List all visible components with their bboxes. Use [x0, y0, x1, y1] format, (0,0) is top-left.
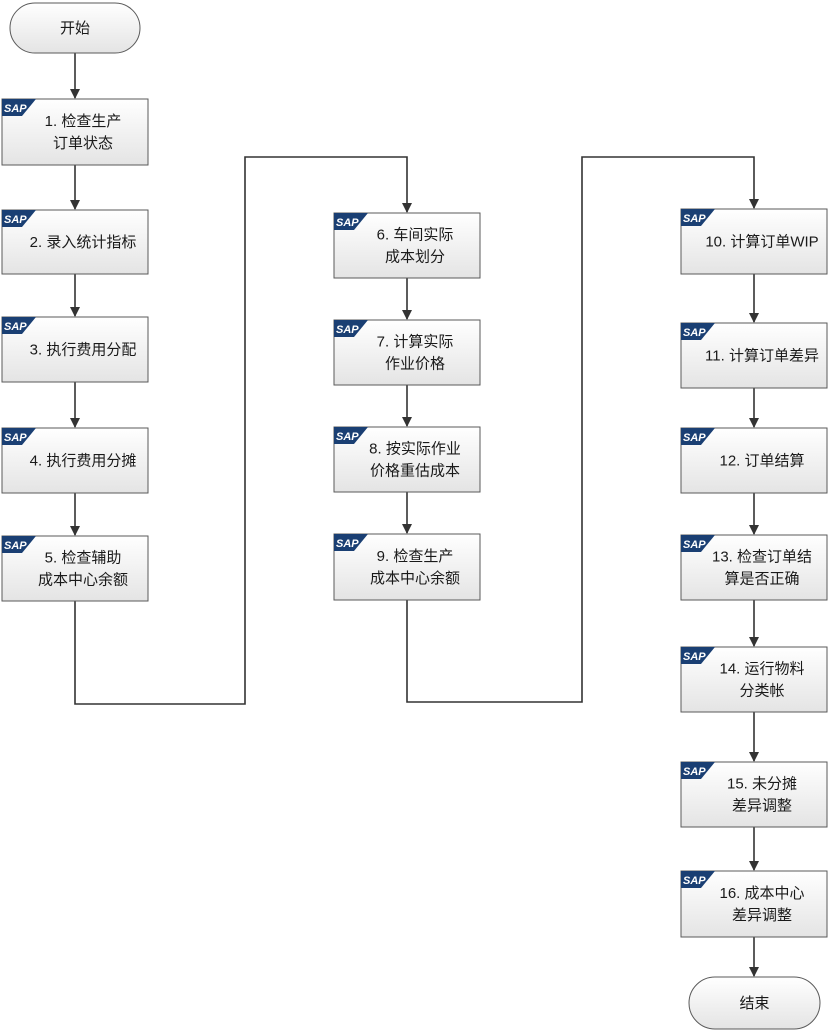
sap-logo-icon: SAP: [334, 320, 368, 337]
svg-text:SAP: SAP: [4, 214, 27, 226]
sap-logo-icon: SAP: [681, 535, 715, 552]
process-step-10: SAP 10. 计算订单WIP: [680, 208, 828, 275]
process-label-line: 成本中心余额: [38, 571, 128, 589]
sap-logo-icon: SAP: [334, 534, 368, 551]
sap-logo-icon: SAP: [681, 647, 715, 664]
process-label-line: 9. 检查生产: [377, 548, 454, 565]
end-node-shape: [688, 976, 821, 1030]
process-label-line: 算是否正确: [724, 570, 799, 588]
end-node: 结束: [688, 976, 821, 1030]
process-label-line: 8. 按实际作业: [369, 441, 461, 458]
sap-logo-icon: SAP: [2, 428, 36, 445]
process-label-line: 7. 计算实际: [377, 333, 454, 351]
sap-logo-icon: SAP: [2, 317, 36, 334]
svg-text:SAP: SAP: [683, 539, 706, 551]
connectors: [70, 53, 759, 977]
svg-text:SAP: SAP: [683, 651, 706, 663]
process-label-line: 差异调整: [732, 907, 792, 924]
sap-logo-icon: SAP: [681, 871, 715, 888]
sap-logo-icon: SAP: [681, 428, 715, 445]
svg-text:SAP: SAP: [4, 540, 27, 552]
sap-logo-icon: SAP: [2, 536, 36, 553]
svg-text:SAP: SAP: [683, 875, 706, 887]
process-label-line: 15. 未分摊: [727, 776, 797, 793]
process-label-line: 13. 检查订单结: [712, 549, 812, 566]
process-step-11: SAP 11. 计算订单差异: [680, 322, 828, 389]
process-label-line: 1. 检查生产: [45, 113, 122, 130]
process-label-line: 5. 检查辅助: [45, 550, 122, 567]
sap-logo-icon: SAP: [681, 323, 715, 340]
process-label-line: 12. 订单结算: [719, 452, 804, 470]
process-label-line: 4. 执行费用分摊: [30, 453, 137, 470]
process-label-line: 2. 录入统计指标: [30, 234, 137, 251]
process-label-line: 差异调整: [732, 798, 792, 815]
process-label-line: 16. 成本中心: [719, 885, 804, 902]
sap-logo-icon: SAP: [2, 210, 36, 227]
arrow-5-to-6: [74, 156, 412, 705]
end-node-label: 结束: [739, 995, 769, 1012]
svg-text:SAP: SAP: [4, 432, 27, 444]
svg-text:SAP: SAP: [683, 327, 706, 339]
svg-text:SAP: SAP: [683, 432, 706, 444]
process-label-line: 作业价格: [385, 356, 445, 373]
sap-logo-icon: SAP: [334, 213, 368, 230]
process-step-12: SAP 12. 订单结算: [680, 427, 828, 494]
sap-logo-icon: SAP: [681, 209, 715, 226]
process-label-line: 成本划分: [385, 249, 445, 266]
process-label-line: 14. 运行物料: [719, 661, 804, 678]
svg-text:SAP: SAP: [336, 217, 359, 229]
svg-text:SAP: SAP: [683, 213, 706, 225]
svg-text:SAP: SAP: [336, 324, 359, 336]
process-label-line: 订单状态: [53, 135, 113, 152]
process-label-line: 分类帐: [739, 683, 784, 700]
svg-text:SAP: SAP: [4, 103, 27, 115]
svg-text:SAP: SAP: [336, 431, 359, 443]
process-label-line: 10. 计算订单WIP: [705, 233, 818, 251]
process-label-line: 3. 执行费用分配: [30, 342, 137, 359]
sap-logo-icon: SAP: [2, 99, 36, 116]
process-label-line: 成本中心余额: [370, 569, 460, 587]
start-node-label: 开始: [60, 20, 90, 37]
svg-text:SAP: SAP: [336, 538, 359, 550]
svg-text:SAP: SAP: [683, 766, 706, 778]
sap-logo-icon: SAP: [334, 427, 368, 444]
svg-text:SAP: SAP: [4, 321, 27, 333]
start-node-shape: [9, 2, 141, 54]
start-node: 开始: [9, 2, 141, 54]
arrow-9-to-10: [406, 156, 759, 703]
process-label-line: 6. 车间实际: [377, 227, 454, 244]
process-label-line: 价格重估成本: [370, 463, 460, 480]
process-label-line: 11. 计算订单差异: [705, 347, 819, 365]
sap-logo-icon: SAP: [681, 762, 715, 779]
